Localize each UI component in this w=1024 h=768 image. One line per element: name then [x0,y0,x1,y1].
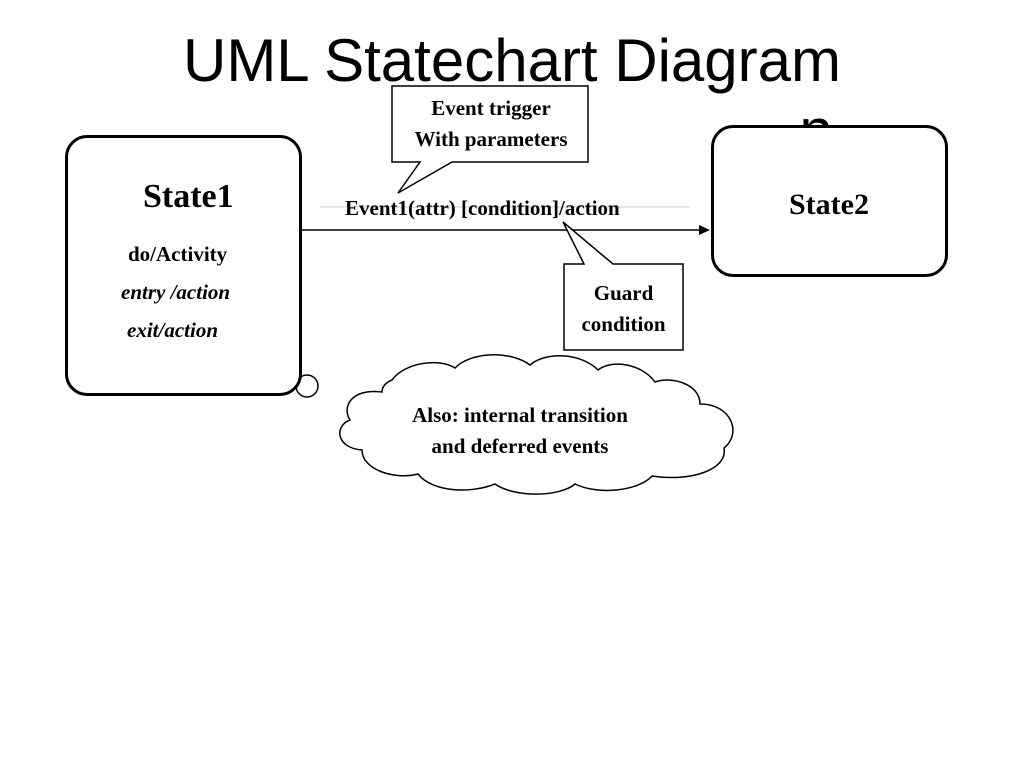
state2-box[interactable]: State2 [711,125,948,277]
state2-name: State2 [789,188,869,221]
page-title: UML Statechart Diagram [182,27,841,94]
event-trigger-callout-text: Event trigger With parameters [395,93,587,155]
transition-arrow [302,225,710,235]
state1-do-activity: do/Activity [128,242,228,266]
state1-name: State1 [143,178,234,215]
guard-callout-text: Guard condition [566,278,681,340]
cloud-shape [339,354,734,495]
event-trigger-line2: With parameters [414,127,568,151]
cloud-line1: Also: internal transition [412,403,628,427]
event-trigger-line1: Event trigger [431,96,551,120]
event-trigger-callout [391,85,589,194]
cloud-line2: and deferred events [431,434,609,458]
state1-box[interactable]: State1 do/Activity entry /action exit/ac… [65,135,302,396]
cloud-text: Also: internal transition and deferred e… [360,400,680,462]
state1-entry-action: entry /action [121,280,231,304]
guard-line2: condition [581,312,666,336]
state1-exit-action: exit/action [127,318,218,342]
transition-label: Event1(attr) [condition]/action [345,196,620,220]
guard-line1: Guard [593,281,654,305]
guard-condition-callout [562,221,684,351]
